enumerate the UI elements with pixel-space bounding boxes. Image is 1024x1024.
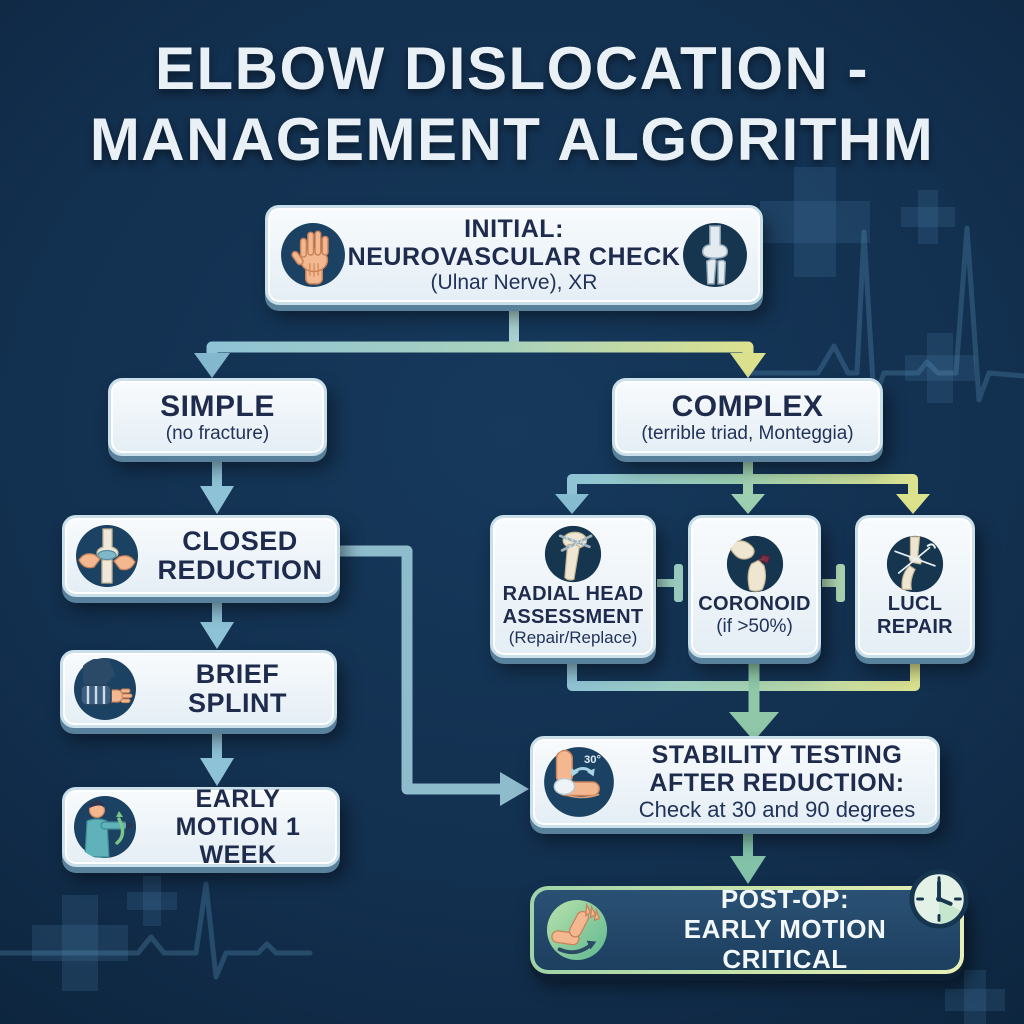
reduction-hands-icon [76, 525, 138, 587]
initial-line2: NEUROVASCULAR CHECK [347, 242, 681, 271]
angle-label: 30° [584, 754, 602, 766]
postop-text: POST-OP: EARLY MOTION CRITICAL [622, 884, 948, 975]
elbow-angle-icon: 30° [544, 747, 614, 817]
arrowhead-side-to-stability [500, 772, 529, 806]
brief-splint-title: BRIEF SPLINT [187, 658, 287, 718]
node-simple: SIMPLE (no fracture) [108, 378, 327, 456]
node-early-motion: EARLY MOTION 1 WEEK [62, 785, 340, 869]
coronoid-detail: (if >50%) [716, 615, 793, 637]
flex-arm-icon [546, 899, 608, 961]
arrowhead-to-lucl [896, 494, 930, 514]
elbow-joint-icon [683, 223, 747, 287]
arrowhead-to-stability [729, 712, 779, 741]
connector-split-bar [206, 341, 754, 355]
node-lucl-repair: LUCL REPAIR [855, 515, 975, 658]
postop-inner: POST-OP: EARLY MOTION CRITICAL [534, 884, 960, 974]
connector-closed-stability [340, 545, 502, 795]
node-complex: COMPLEX (terrible triad, Monteggia) [612, 378, 883, 456]
node-brief-splint: BRIEF SPLINT [60, 650, 337, 728]
stability-detail: Check at 30 and 90 degrees [638, 797, 916, 823]
coronoid-fracture-icon [726, 536, 783, 593]
closed-reduction-title: CLOSED REDUCTION [157, 525, 323, 585]
brief-splint-text: BRIEF SPLINT [151, 658, 324, 718]
title-line-2: MANAGEMENT ALGORITHM [89, 105, 935, 173]
lucl-title: LUCL REPAIR [877, 593, 953, 638]
radial-head-screws-icon [544, 526, 602, 583]
title-line-1: ELBOW DISLOCATION - [155, 35, 869, 102]
node-postop: POST-OP: EARLY MOTION CRITICAL [530, 869, 969, 974]
initial-text: INITIAL: NEUROVASCULAR CHECK (Ulnar Nerv… [348, 215, 681, 295]
complex-detail: (terrible triad, Monteggia) [641, 422, 854, 444]
early-motion-title: EARLY MOTION 1 WEEK [175, 785, 301, 869]
arrowhead-to-brief-splint [200, 622, 234, 649]
ecg-line [0, 225, 1024, 980]
node-radial-head: RADIAL HEAD ASSESSMENT (Repair/Replace) [490, 515, 656, 658]
radial-head-detail: (Repair/Replace) [508, 628, 638, 648]
stability-text: STABILITY TESTING AFTER REDUCTION: Check… [627, 741, 927, 822]
ligament-suture-icon [886, 536, 944, 593]
arrowhead-to-radial-head [555, 494, 589, 514]
complex-title: COMPLEX [671, 389, 824, 423]
simple-detail: (no fracture) [165, 422, 270, 444]
connector-complex-bar [567, 456, 918, 498]
arrowhead-to-closed-reduction [200, 486, 234, 514]
postop-line2: EARLY MOTION CRITICAL [683, 914, 887, 974]
arm-raise-person-icon [74, 796, 136, 858]
link-cap [836, 564, 845, 602]
node-initial-check: INITIAL: NEUROVASCULAR CHECK (Ulnar Nerv… [265, 205, 763, 305]
postop-title: POST-OP: [720, 884, 850, 915]
stability-title: STABILITY TESTING AFTER REDUCTION: [649, 741, 905, 798]
arrowhead-to-complex [730, 353, 766, 378]
early-motion-text: EARLY MOTION 1 WEEK [147, 785, 329, 869]
hand-icon [281, 223, 345, 287]
arrowhead-to-simple [194, 353, 230, 378]
arrowhead-to-early-motion [200, 758, 234, 786]
link-cap [674, 564, 683, 602]
arrowhead-to-postop [730, 856, 766, 884]
initial-title: INITIAL: [464, 214, 564, 243]
arrowhead-to-coronoid [731, 494, 765, 514]
coronoid-title: CORONOID [698, 593, 811, 616]
connector-convergence-bar [567, 659, 920, 691]
node-coronoid: CORONOID (if >50%) [688, 515, 821, 658]
splint-arm-icon [74, 658, 136, 720]
page-title: ELBOW DISLOCATION - MANAGEMENT ALGORITHM [0, 34, 1024, 176]
closed-reduction-text: CLOSED REDUCTION [153, 525, 327, 585]
clock-icon [909, 869, 969, 929]
initial-detail: (Ulnar Nerve), XR [430, 270, 598, 294]
simple-title: SIMPLE [160, 389, 275, 423]
node-closed-reduction: CLOSED REDUCTION [62, 515, 340, 597]
node-stability-testing: 30° STABILITY TESTING AFTER REDUCTION: C… [530, 736, 940, 828]
radial-head-title: RADIAL HEAD ASSESSMENT [502, 583, 644, 628]
medical-cross-icon [32, 167, 1005, 1024]
